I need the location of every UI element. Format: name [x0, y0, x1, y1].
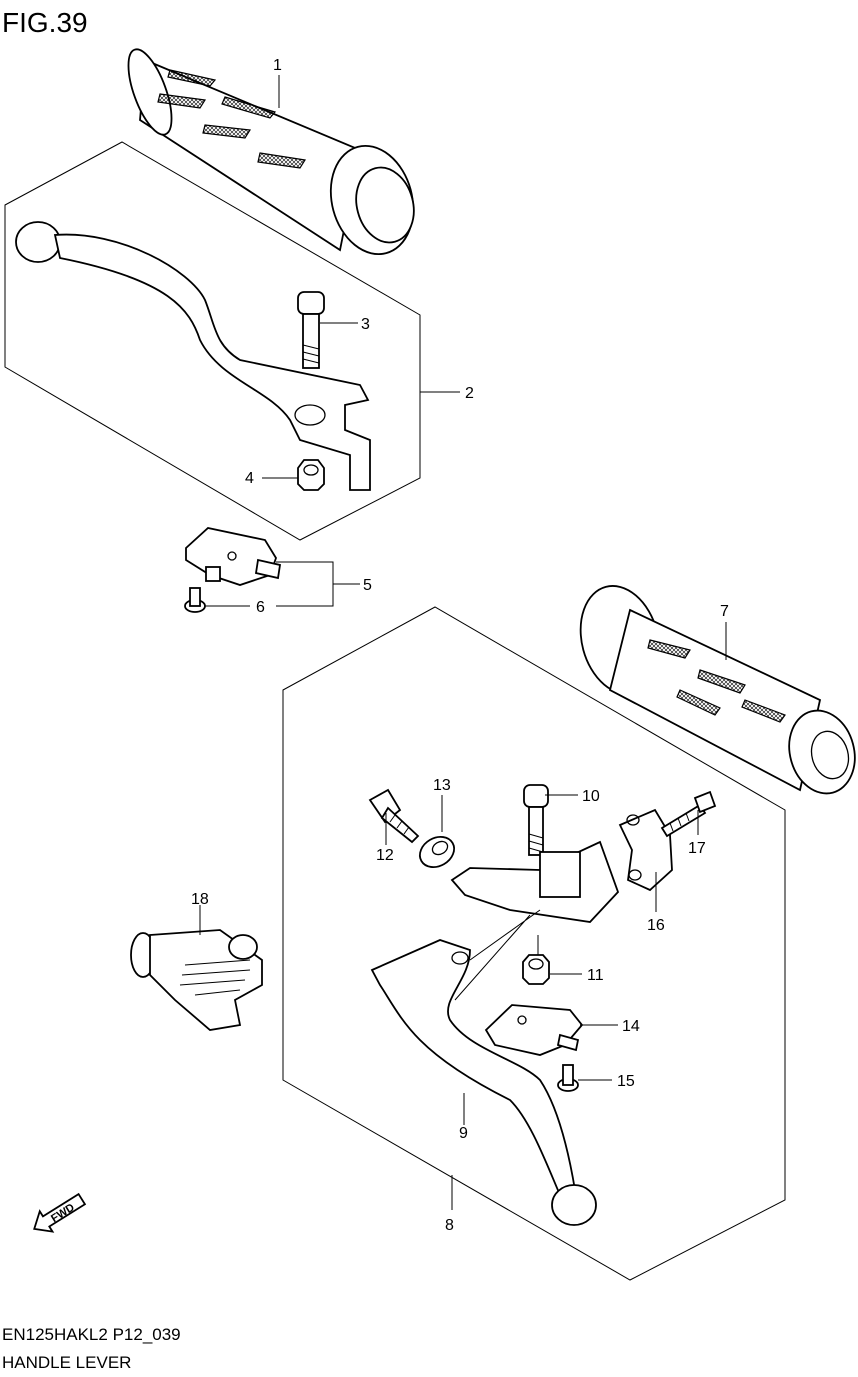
clutch-lever-group-outline [282, 606, 786, 1281]
callout-14: 14 [622, 1018, 640, 1035]
left-grip [127, 48, 415, 256]
callout-9: 9 [459, 1125, 468, 1142]
switch-screw [184, 587, 206, 613]
cable-adjuster [368, 788, 420, 844]
right-grip [579, 585, 856, 795]
lever-pivot-bolt [297, 291, 325, 369]
callout-8: 8 [445, 1217, 454, 1234]
front-stop-switch [185, 527, 282, 586]
callout-18: 18 [191, 891, 209, 908]
callout-7: 7 [720, 603, 729, 620]
brake-lever-group-outline [4, 141, 421, 541]
callout-16: 16 [647, 917, 665, 934]
fwd-arrow: FWD [33, 1192, 87, 1233]
footer-code: EN125HAKL2 P12_039 [2, 1325, 181, 1344]
figure-title: FIG.39 [2, 7, 88, 38]
clutch-switch-screw [557, 1064, 579, 1092]
cable-boot [130, 929, 263, 1031]
bracket-nut [522, 954, 550, 985]
callout-17: 17 [688, 840, 706, 857]
footer-caption: HANDLE LEVER [2, 1353, 131, 1372]
clamp-bolt [660, 790, 717, 838]
callout-11: 11 [587, 967, 604, 984]
callout-3: 3 [361, 316, 370, 333]
clutch-switch [484, 1004, 584, 1056]
callout-4: 4 [245, 470, 254, 487]
callout-15: 15 [617, 1073, 635, 1090]
clutch-pivot-bolt [523, 784, 549, 856]
clutch-lever [370, 939, 597, 1226]
lever-bracket [450, 840, 620, 1001]
front-brake-lever [15, 221, 371, 491]
adjuster-locknut [419, 836, 455, 868]
callout-12: 12 [376, 847, 394, 864]
lever-nut [297, 459, 325, 491]
callout-6: 6 [256, 599, 265, 616]
callout-5: 5 [363, 577, 372, 594]
bracket-clamp [618, 808, 673, 892]
callout-2: 2 [465, 385, 474, 402]
callout-1: 1 [273, 57, 282, 74]
callout-13: 13 [433, 777, 451, 794]
callout-10: 10 [582, 788, 600, 805]
